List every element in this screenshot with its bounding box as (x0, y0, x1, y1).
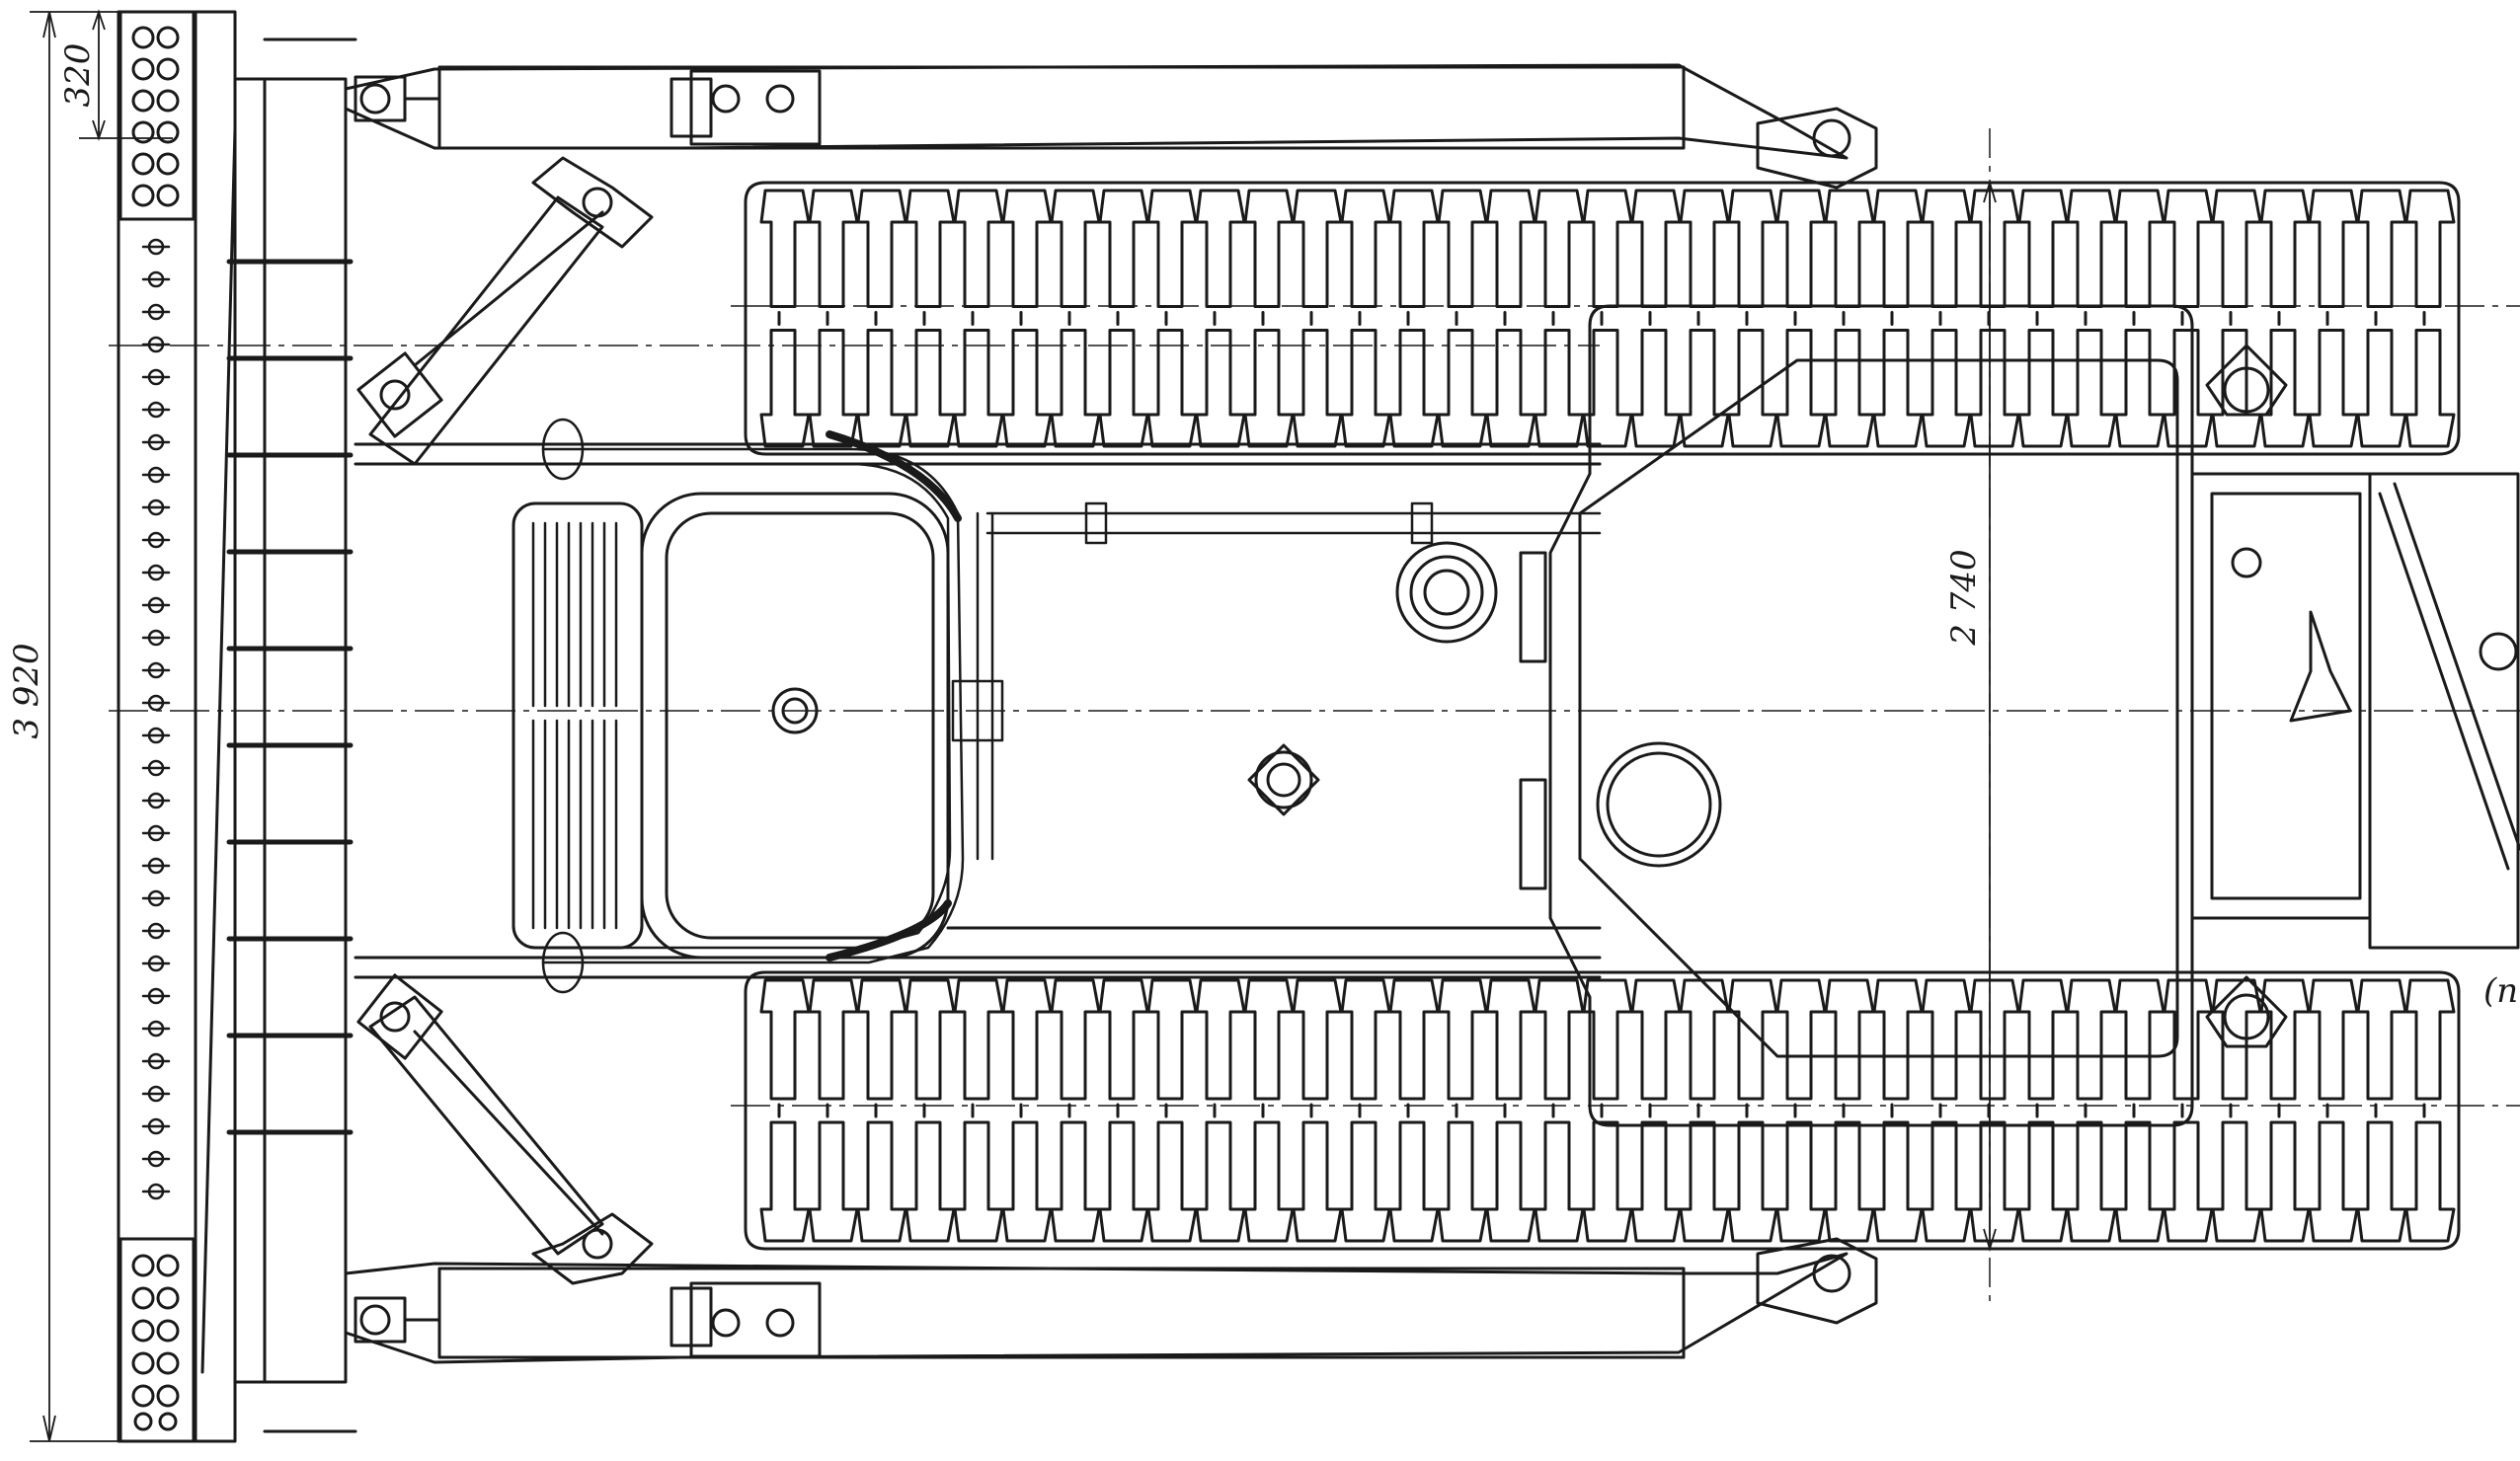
radiator (512, 492, 950, 960)
dimension-overall-width: 3 920 (7, 643, 46, 738)
blade-ribs (226, 259, 354, 1135)
dimension-lines (30, 9, 1997, 1442)
edge-label: (п (2483, 971, 2518, 1011)
blade-end-plate-bottom (118, 1237, 196, 1443)
blade-end-plate-top (118, 10, 196, 221)
hydraulic-lines (541, 418, 1602, 994)
diagonal-brace-top (356, 156, 654, 466)
engine-components (1247, 541, 1498, 816)
track-top (744, 181, 2461, 456)
dimension-blade-offset: 320 (58, 43, 98, 108)
dozer-blade (117, 10, 357, 1443)
push-arm-bottom (344, 1237, 1878, 1364)
push-arm-top (344, 63, 1878, 190)
dimension-track-gauge: 2 740 (1944, 549, 1984, 646)
cab (1519, 304, 2194, 1127)
rear-attachment (2190, 344, 2520, 1048)
track-bottom (744, 970, 2461, 1251)
blade-bolt-column (141, 238, 171, 1200)
frame-rails (354, 442, 1602, 979)
diagonal-brace-bottom (356, 973, 654, 1285)
